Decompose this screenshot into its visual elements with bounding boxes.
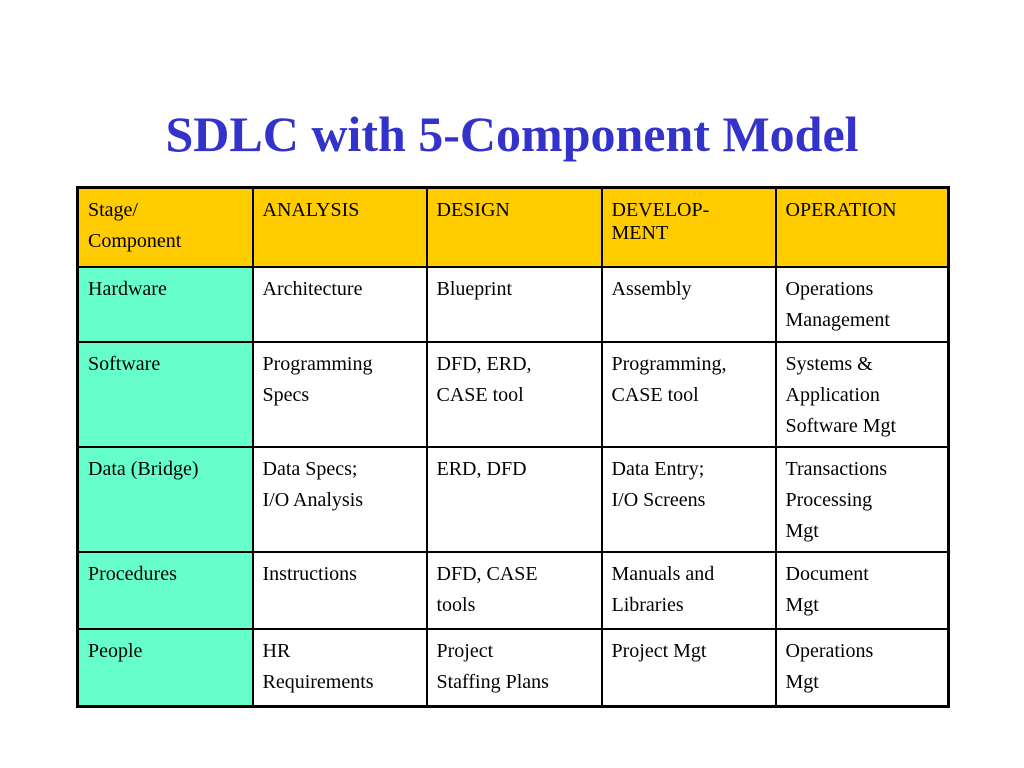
cell-line: I/O Screens: [611, 488, 706, 511]
header-stage-label: MENT: [611, 222, 669, 244]
component-cell-people: People: [76, 627, 254, 708]
header-stage-label: DESIGN: [436, 199, 510, 221]
component-cell-hardware: Hardware: [76, 265, 254, 343]
cell-line: Programming: [262, 352, 373, 375]
cell-line: Application: [785, 383, 880, 406]
cell-line: Processing: [785, 488, 873, 511]
header-stage-label-wrap: DEVELOP- MENT: [612, 195, 766, 245]
cell-line: Libraries: [611, 593, 684, 616]
table-cell: HR Requirements: [251, 627, 428, 708]
cell-line: CASE tool: [611, 383, 699, 406]
header-stage-label: ANALYSIS: [262, 199, 360, 221]
header-cell-stage-component: Stage/ Component: [76, 186, 254, 268]
cell-line: Software Mgt: [785, 414, 897, 437]
table-cell: Architecture: [251, 265, 428, 343]
table-cell: Operations Management: [774, 265, 950, 343]
cell-line: Mgt: [785, 593, 819, 616]
table-cell: Manuals and Libraries: [600, 550, 777, 630]
header-stage-label: DEVELOP-: [611, 199, 710, 221]
header-corner-line: Stage/: [88, 199, 138, 221]
table-row-data-bridge: Data (Bridge) Data Specs; I/O Analysis E…: [76, 445, 950, 553]
cell-line: Assembly: [611, 277, 692, 300]
cell-line: Blueprint: [436, 277, 513, 300]
cell-line: Architecture: [262, 277, 363, 300]
cell-line: Mgt: [785, 670, 819, 693]
cell-line: Mgt: [785, 519, 819, 542]
header-corner-line: Component: [88, 230, 182, 252]
cell-line: Specs: [262, 383, 310, 406]
sdlc-component-table: Stage/ Component ANALYSIS DESIGN DEVELOP…: [76, 186, 950, 708]
table-cell: DFD, CASE tools: [425, 550, 603, 630]
table-cell: Programming Specs: [251, 340, 428, 448]
cell-line: Data Specs;: [262, 457, 358, 480]
header-cell-design: DESIGN: [425, 186, 603, 268]
table-cell: Transactions Processing Mgt: [774, 445, 950, 553]
header-cell-operation: OPERATION: [774, 186, 950, 268]
cell-line: HR: [262, 639, 291, 662]
cell-line: Project Mgt: [611, 639, 707, 662]
cell-line: Management: [785, 308, 890, 331]
cell-line: Operations: [785, 277, 874, 300]
cell-line: DFD, ERD,: [436, 352, 532, 375]
cell-line: Data Entry;: [611, 457, 705, 480]
cell-line: Programming,: [611, 352, 727, 375]
header-cell-analysis: ANALYSIS: [251, 186, 428, 268]
cell-line: CASE tool: [436, 383, 524, 406]
table-cell: Document Mgt: [774, 550, 950, 630]
table-cell: Systems & Application Software Mgt: [774, 340, 950, 448]
table-row-procedures: Procedures Instructions DFD, CASE tools …: [76, 550, 950, 630]
cell-line: Document: [785, 562, 869, 585]
table-row-software: Software Programming Specs DFD, ERD, CAS…: [76, 340, 950, 448]
table-cell: Blueprint: [425, 265, 603, 343]
table-cell: DFD, ERD, CASE tool: [425, 340, 603, 448]
cell-line: I/O Analysis: [262, 488, 364, 511]
header-stage-label: OPERATION: [785, 199, 897, 221]
cell-line: ERD, DFD: [436, 457, 527, 480]
cell-line: Instructions: [262, 562, 357, 585]
table-cell: Project Mgt: [600, 627, 777, 708]
table-cell: Programming, CASE tool: [600, 340, 777, 448]
table-cell: Instructions: [251, 550, 428, 630]
cell-line: Manuals and: [611, 562, 715, 585]
table-row-people: People HR Requirements Project Staffing …: [76, 627, 950, 708]
cell-line: Project: [436, 639, 494, 662]
cell-line: Transactions: [785, 457, 887, 480]
component-cell-procedures: Procedures: [76, 550, 254, 630]
cell-line: Requirements: [262, 670, 374, 693]
table-header-row: Stage/ Component ANALYSIS DESIGN DEVELOP…: [76, 186, 950, 268]
component-cell-software: Software: [76, 340, 254, 448]
table-row-hardware: Hardware Architecture Blueprint Assembly…: [76, 265, 950, 343]
table-cell: Assembly: [600, 265, 777, 343]
cell-line: tools: [436, 593, 476, 616]
table-cell: Data Entry; I/O Screens: [600, 445, 777, 553]
table-cell: Project Staffing Plans: [425, 627, 603, 708]
table-cell: ERD, DFD: [425, 445, 603, 553]
table-cell: Operations Mgt: [774, 627, 950, 708]
cell-line: DFD, CASE: [436, 562, 538, 585]
cell-line: Systems &: [785, 352, 873, 375]
header-cell-development: DEVELOP- MENT: [600, 186, 777, 268]
component-cell-data-bridge: Data (Bridge): [76, 445, 254, 553]
table-cell: Data Specs; I/O Analysis: [251, 445, 428, 553]
slide-title: SDLC with 5-Component Model: [165, 106, 859, 162]
cell-line: Operations: [785, 639, 874, 662]
cell-line: Staffing Plans: [436, 670, 549, 693]
